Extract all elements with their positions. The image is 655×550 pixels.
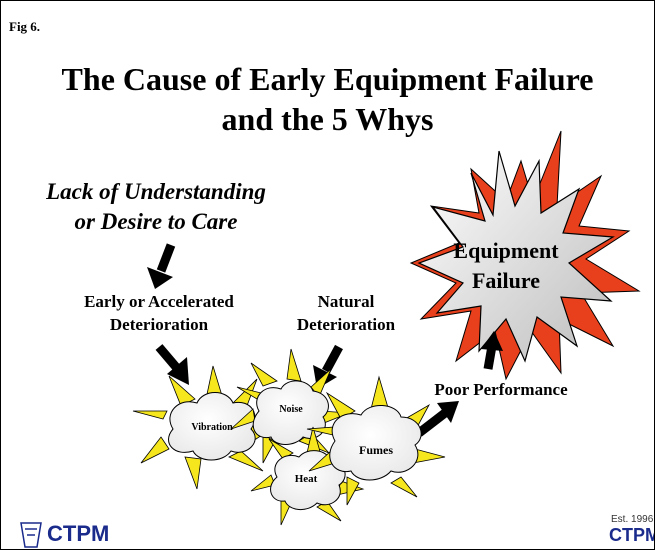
equipment-failure-line-1: Equipment: [453, 238, 559, 263]
equipment-failure-label: Equipment Failure: [431, 236, 581, 296]
natural-deterioration-line-2: Deterioration: [296, 315, 396, 334]
title-line-2: and the 5 Whys: [221, 101, 434, 137]
early-deterioration-label: Early or Accelerated Deterioration: [39, 290, 279, 336]
natural-deterioration-label: Natural Deterioration: [266, 290, 426, 336]
arrow-fumes-to-poor: [416, 401, 459, 437]
arrow-poor-to-failure: [481, 331, 503, 370]
heat-label: Heat: [294, 473, 318, 485]
poor-performance-label: Poor Performance: [434, 380, 568, 399]
est-year-text: Est. 1996: [611, 514, 654, 525]
ctpm-logo-emblem: [20, 522, 42, 548]
ctpm-logo-text-left: CTPM: [47, 521, 110, 546]
vibration-label: Vibration: [191, 422, 233, 433]
early-deterioration-line-1: Early or Accelerated: [84, 292, 234, 311]
figure-label: Fig 6.: [9, 19, 41, 34]
arrow-cause-to-early: [147, 243, 176, 289]
early-deterioration-line-2: Deterioration: [109, 315, 209, 334]
noise-label: Noise: [279, 404, 303, 415]
fumes-label: Fumes: [359, 443, 393, 457]
root-cause-text: Lack of Understanding or Desire to Care: [21, 177, 291, 237]
fumes-cloud: [306, 375, 446, 506]
arrow-early-to-vibration: [155, 344, 189, 385]
root-cause-line-1: Lack of Understanding: [46, 179, 266, 204]
page-title: The Cause of Early Equipment Failure and…: [1, 59, 654, 139]
title-line-1: The Cause of Early Equipment Failure: [61, 61, 594, 97]
natural-deterioration-line-1: Natural: [317, 292, 375, 311]
equipment-failure-line-2: Failure: [471, 268, 541, 293]
failure-burst-gray: [417, 150, 615, 363]
vibration-cloud: [132, 365, 284, 490]
ctpm-logo-text-right: CTPM: [609, 525, 655, 545]
root-cause-line-2: or Desire to Care: [74, 209, 238, 234]
